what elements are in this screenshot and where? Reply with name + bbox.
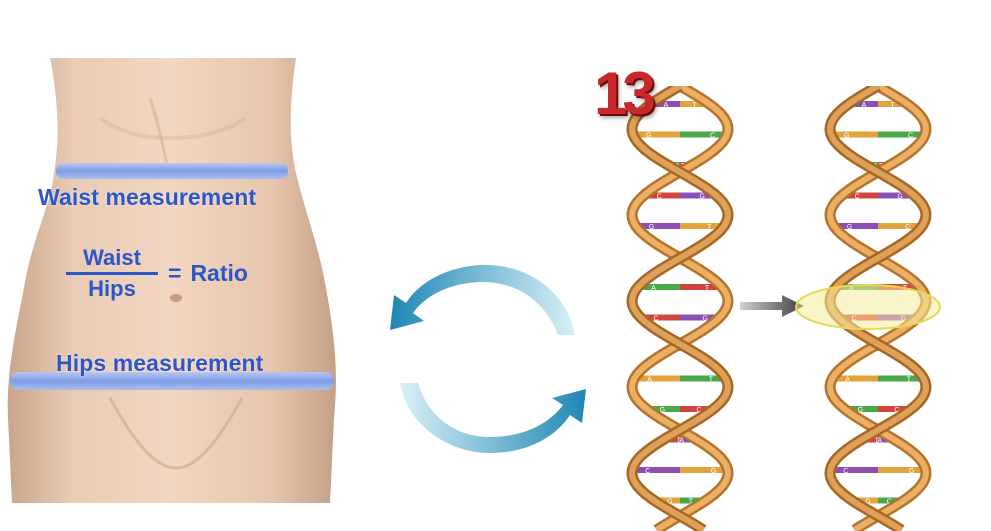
base-pair-rung	[878, 223, 919, 229]
base-pair-rung	[680, 467, 725, 473]
cycle-arrows-icon	[380, 255, 600, 465]
base-pair-rung	[834, 132, 878, 138]
base-letter: C	[908, 133, 913, 140]
base-letter: C	[710, 133, 715, 140]
base-letter: A	[647, 377, 652, 384]
base-letter: C	[855, 194, 860, 201]
base-pair-rung	[833, 467, 878, 473]
ratio-formula: Waist Hips = Ratio	[66, 246, 248, 301]
waist-band	[56, 163, 288, 179]
bottom-arc-arrow	[400, 383, 586, 453]
base-letter: C	[653, 316, 658, 323]
base-letter: T	[709, 377, 714, 384]
base-letter: T	[705, 285, 710, 292]
waist-measurement-label: Waist measurement	[38, 184, 256, 211]
base-letter: G	[649, 224, 654, 231]
mutation-highlight	[793, 282, 943, 332]
fraction-bar	[66, 272, 158, 275]
equals-sign: =	[168, 260, 181, 287]
torso-illustration: Waist measurement Waist Hips = Ratio Hip…	[0, 58, 346, 503]
base-letter: G	[897, 194, 902, 201]
base-pair-rung	[636, 132, 680, 138]
fraction-denominator: Hips	[88, 277, 136, 301]
base-letter: T	[692, 102, 697, 109]
base-letter: T	[707, 224, 712, 231]
base-letter: C	[905, 224, 910, 231]
base-pair-rung	[837, 223, 878, 229]
base-letter: G	[909, 468, 914, 475]
base-letter: C	[843, 468, 848, 475]
base-letter: A	[679, 438, 684, 445]
base-pair-rung	[680, 376, 723, 382]
base-letter: G	[699, 194, 704, 201]
base-letter: A	[664, 102, 669, 109]
base-pair-rung	[680, 132, 724, 138]
base-letter: A	[651, 285, 656, 292]
base-pair-rung	[637, 376, 680, 382]
base-pair-rung	[878, 467, 923, 473]
base-letter: G	[646, 133, 651, 140]
base-pair-rung	[639, 223, 680, 229]
chromosome-number: 13	[594, 64, 651, 124]
base-pair-rung	[878, 376, 921, 382]
base-letter: T	[890, 102, 895, 109]
base-letter: G	[844, 133, 849, 140]
base-pair-rung	[635, 467, 680, 473]
base-letter: G	[847, 224, 852, 231]
base-pair-rung	[680, 223, 721, 229]
ratio-label: Ratio	[190, 260, 248, 287]
base-letter: A	[845, 377, 850, 384]
base-letter: C	[657, 194, 662, 201]
ratio-fraction: Waist Hips	[66, 246, 158, 301]
base-letter: A	[862, 102, 867, 109]
base-letter: A	[877, 438, 882, 445]
top-arc-arrow	[390, 265, 575, 335]
base-pair-rung	[835, 376, 878, 382]
fraction-numerator: Waist	[83, 246, 141, 270]
hips-measurement-label: Hips measurement	[56, 350, 263, 377]
base-letter: G	[711, 468, 716, 475]
base-pair-rung	[878, 132, 922, 138]
base-letter: C	[645, 468, 650, 475]
base-letter: T	[907, 377, 912, 384]
